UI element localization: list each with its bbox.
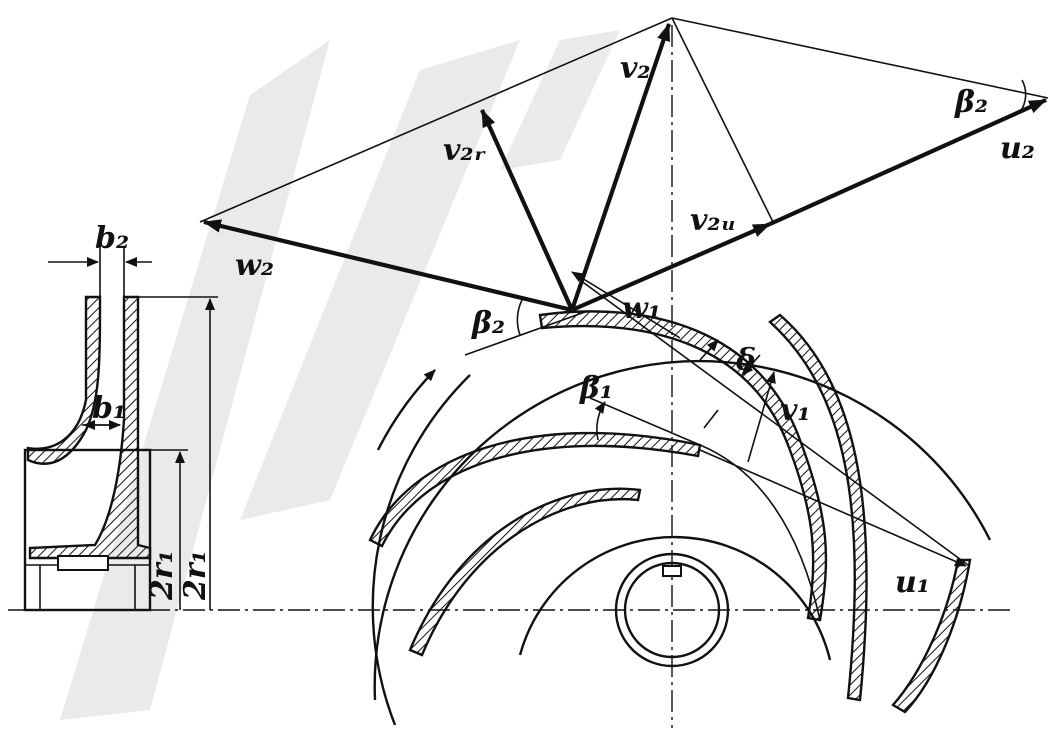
label-2r1-inner: 2r₁ (145, 550, 180, 601)
vector-v1 (747, 371, 776, 463)
label-u1: u₁ (895, 565, 930, 600)
label-delta: δ (735, 343, 756, 378)
label-v2r: v₂ᵣ (443, 133, 487, 168)
vector-u1 (699, 449, 967, 567)
vector-w2 (202, 219, 573, 313)
label-v2u: v₂ᵤ (690, 203, 736, 238)
shaft-outer (614, 552, 730, 668)
outlet-velocity-triangle (199, 17, 1049, 313)
vector-v2 (570, 22, 671, 311)
vector-v2u (571, 222, 772, 312)
inlet-velocity-triangle (464, 271, 969, 567)
label-w1: w₁ (622, 291, 661, 326)
label-b2: b₂ (95, 221, 129, 256)
label-v1: v₁ (780, 393, 811, 428)
shaft-inner (623, 561, 721, 659)
vector-v2r (480, 108, 574, 311)
blade-1 (538, 310, 828, 622)
label-beta1: β₁ (579, 371, 613, 406)
blade-4 (368, 431, 702, 548)
label-beta2-top: β₂ (954, 85, 988, 120)
label-beta2-left: β₂ (471, 306, 505, 341)
label-w2: w₂ (235, 248, 274, 283)
impeller-wheel (368, 310, 992, 726)
labels: b₂ b₁ 2r₁ 2r₁ v₂ v₂ᵣ v₂ᵤ w₂ u₂ β₂ β₂ w₁ … (92, 51, 1035, 601)
blade-3 (891, 558, 972, 714)
blade-2 (768, 313, 868, 702)
label-2r1-outer: 2r₁ (178, 550, 213, 601)
blade-5 (408, 487, 642, 657)
vector-w1 (571, 271, 681, 339)
label-b1: b₁ (92, 391, 126, 426)
impeller-side-section (23, 248, 218, 612)
label-u2: u₂ (1000, 131, 1035, 166)
vector-u2 (769, 98, 1048, 226)
label-v2: v₂ (620, 51, 651, 86)
